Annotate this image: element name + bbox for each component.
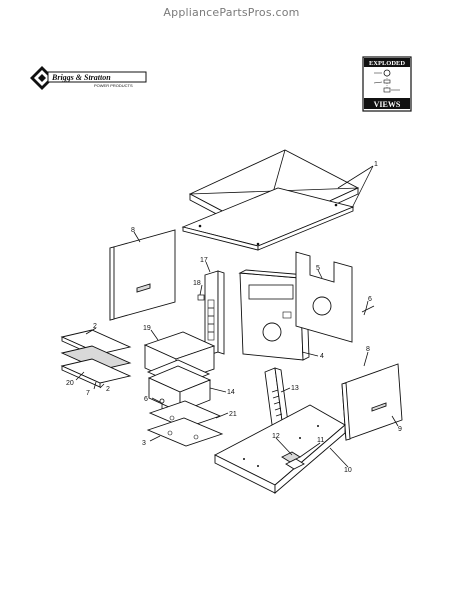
callout-4: 4 (320, 353, 324, 360)
callout-19: 19 (143, 325, 151, 332)
part-base-plates (146, 400, 224, 447)
callout-1: 1 (374, 161, 378, 168)
callout-20: 20 (66, 380, 74, 387)
callout-2-bottom: 2 (106, 386, 110, 393)
callout-12: 12 (272, 433, 280, 440)
part-back-panel (295, 251, 353, 343)
part-right-side-panel (341, 363, 403, 441)
callout-11: 11 (317, 437, 324, 444)
callout-8-left: 8 (131, 227, 135, 234)
callout-13: 13 (291, 385, 299, 392)
briggs-stratton-logo: Briggs & Stratton POWER PRODUCTS (30, 66, 147, 90)
badge-bottom-text: VIEWS (374, 100, 401, 109)
part-control-column (197, 270, 225, 357)
brand-name: Briggs & Stratton (51, 73, 111, 82)
callout-labels: 1 2 2 3 4 5 6 6 7 8 8 9 10 11 12 13 14 1… (66, 161, 402, 474)
callout-5: 5 (316, 265, 320, 272)
brand-tagline: POWER PRODUCTS (94, 83, 133, 88)
callout-10: 10 (344, 467, 352, 474)
callout-21: 21 (229, 411, 237, 418)
part-base-tray (214, 404, 346, 494)
callout-6-screw: 6 (368, 296, 372, 303)
exploded-views-badge: EXPLODED VIEWS (362, 56, 412, 112)
callout-17: 17 (200, 257, 208, 264)
callout-8-right: 8 (366, 346, 370, 353)
callout-9: 9 (398, 426, 402, 433)
part-stacked-plates (60, 329, 132, 388)
leader-lines (75, 165, 399, 468)
watermark: AppliancePartsPros.com (163, 6, 300, 19)
part-left-side-panel (109, 229, 176, 321)
part-small-screw (159, 398, 165, 409)
part-top-panel (181, 187, 355, 251)
callout-7: 7 (86, 390, 90, 397)
badge-top-text: EXPLODED (369, 60, 405, 67)
callout-2-top: 2 (93, 323, 97, 330)
part-screw (361, 305, 375, 316)
callout-6-small: 6 (144, 396, 148, 403)
callout-18: 18 (193, 280, 201, 287)
callout-3: 3 (142, 440, 146, 447)
callout-14: 14 (227, 389, 235, 396)
